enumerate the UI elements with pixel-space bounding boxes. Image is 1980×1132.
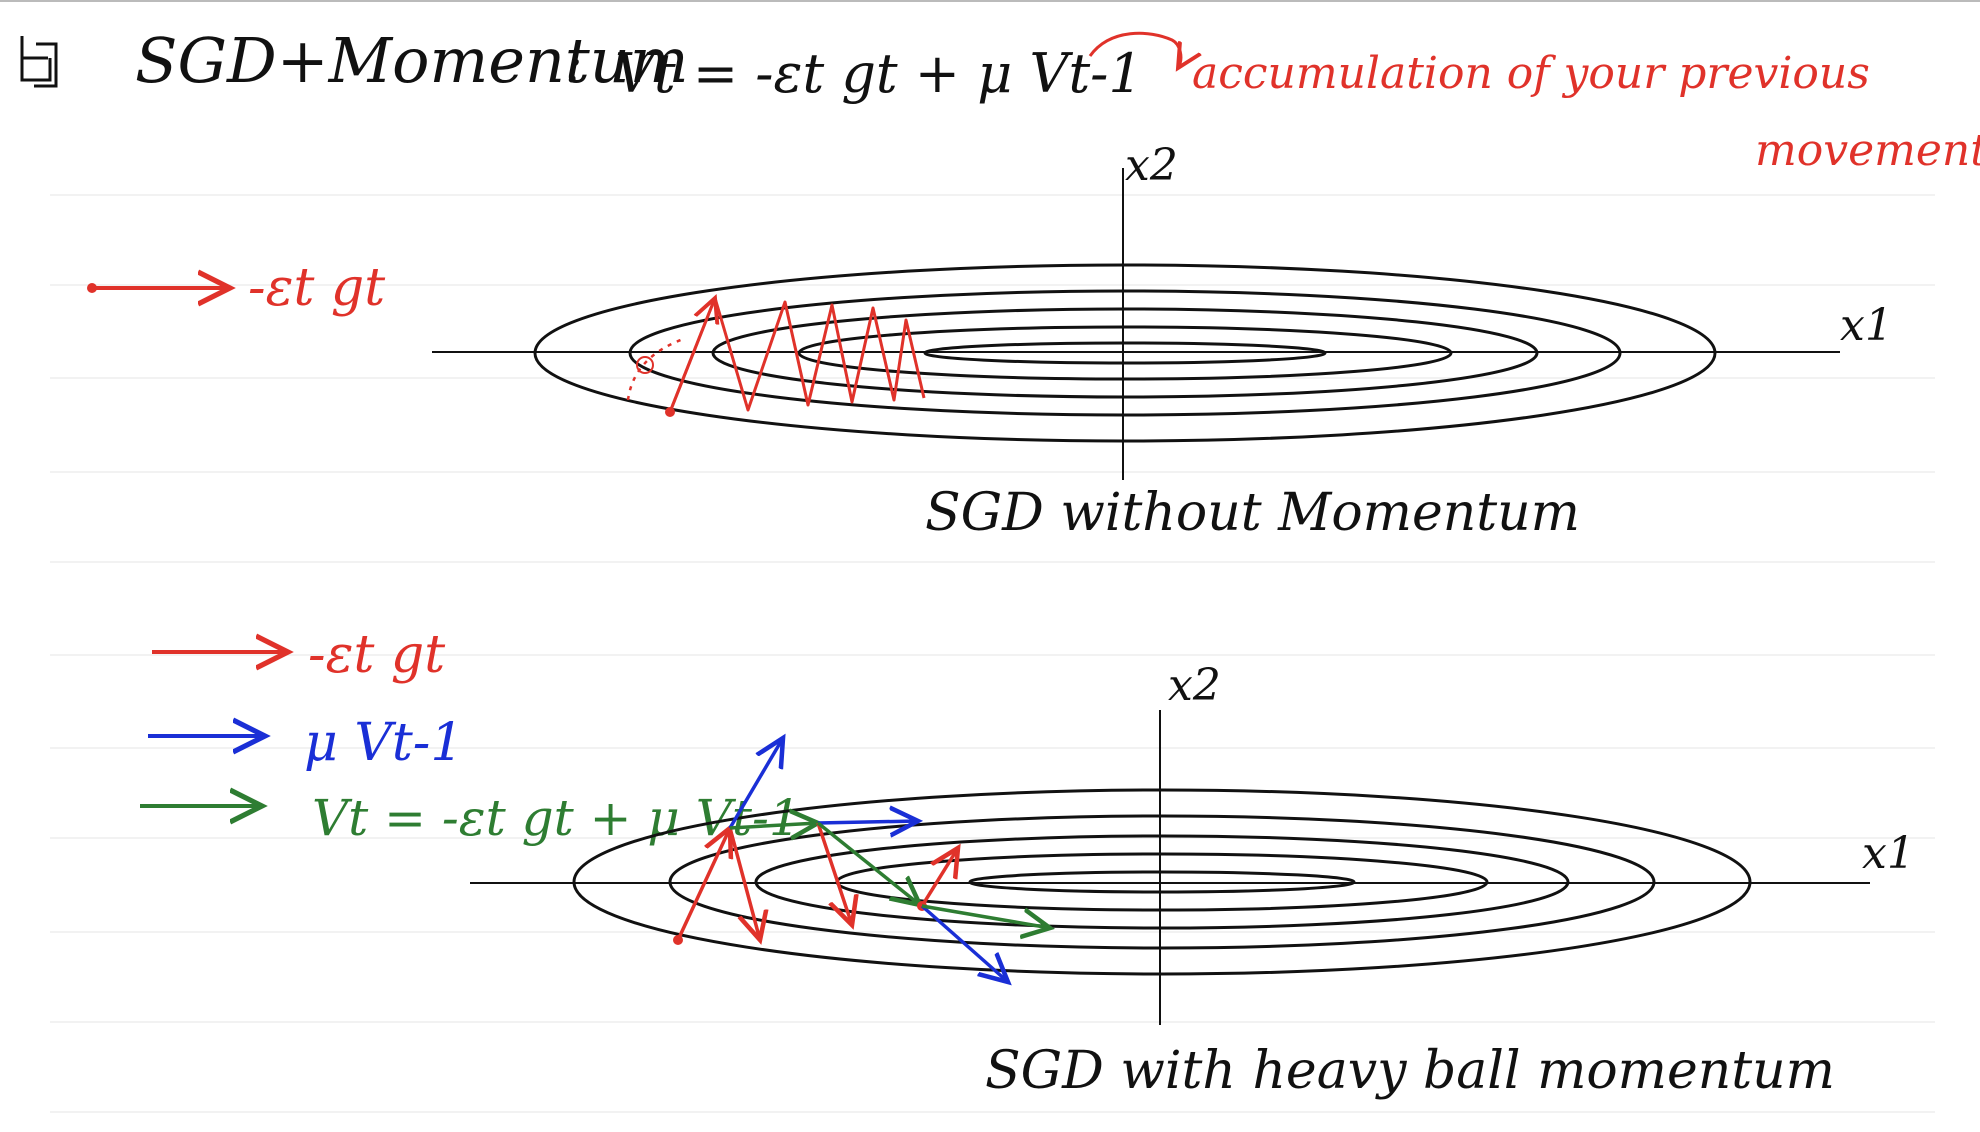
top-first-step-arrow <box>668 298 715 413</box>
top-contour-2 <box>628 289 1622 417</box>
top-diagram: -εt gt x1 x2 SGD without Momentum <box>87 140 1893 543</box>
note-text-line1: accumulation of your previous <box>1192 48 1870 99</box>
note-pointer-arrow <box>1088 31 1181 68</box>
top-y-axis-label: x2 <box>1125 140 1178 191</box>
bottom-x-axis-label: x1 <box>1862 828 1915 879</box>
top-contours <box>533 263 1717 443</box>
top-contour-3 <box>711 307 1539 399</box>
momentum-equation: Vt = -εt gt + μ Vt-1 <box>615 42 1143 105</box>
top-x-axis-label: x1 <box>1840 300 1893 351</box>
top-contour-4 <box>797 325 1453 381</box>
top-start-point <box>665 407 675 417</box>
top-legend-gradient-label: -εt gt <box>248 258 385 318</box>
checkbox-doodle-icon <box>20 36 58 88</box>
ruled-lines <box>50 194 1935 1113</box>
note-text-line2: movements. <box>1755 125 1980 176</box>
bottom-contour-2 <box>668 814 1656 950</box>
bottom-velocity-step-4 <box>921 904 1050 928</box>
bottom-contour-5 <box>968 870 1356 894</box>
bottom-y-axis-label: x2 <box>1168 660 1221 711</box>
top-zigzag-path <box>668 296 926 413</box>
bottom-momentum-step-3 <box>817 821 918 823</box>
header-title: SGD+Momentum <box>135 24 689 97</box>
header-colon: : <box>565 35 583 95</box>
bottom-legend-gradient-label: -εt gt <box>308 625 445 685</box>
bottom-contours <box>572 788 1752 976</box>
bottom-contour-3 <box>754 834 1570 930</box>
bottom-caption: SGD with heavy ball momentum <box>985 1041 1835 1101</box>
bottom-momentum-step-4 <box>920 904 1008 982</box>
top-caption: SGD without Momentum <box>925 483 1580 543</box>
bottom-velocity-step-3 <box>816 821 920 905</box>
bottom-legend-momentum-label: μ Vt-1 <box>304 713 463 773</box>
bottom-contour-1 <box>572 788 1752 976</box>
top-angle-mark <box>636 356 654 374</box>
bottom-velocity-step-2 <box>729 823 818 828</box>
bottom-diagram: -εt gt μ Vt-1 Vt = -εt gt + μ Vt-1 x1 x2 <box>140 625 1915 1101</box>
top-legend-dot <box>87 283 97 293</box>
bottom-gradient-step-1 <box>676 828 730 941</box>
bottom-gradient-step-2 <box>728 827 760 940</box>
bottom-gradient-step-3 <box>816 822 852 925</box>
top-contour-5 <box>923 341 1327 365</box>
bottom-legend-velocity-label: Vt = -εt gt + μ Vt-1 <box>312 789 801 847</box>
top-angle-arc <box>626 336 687 401</box>
bottom-gradient-step-4 <box>920 848 958 907</box>
top-contour-1 <box>533 263 1717 443</box>
bottom-momentum-step-2 <box>728 738 783 829</box>
